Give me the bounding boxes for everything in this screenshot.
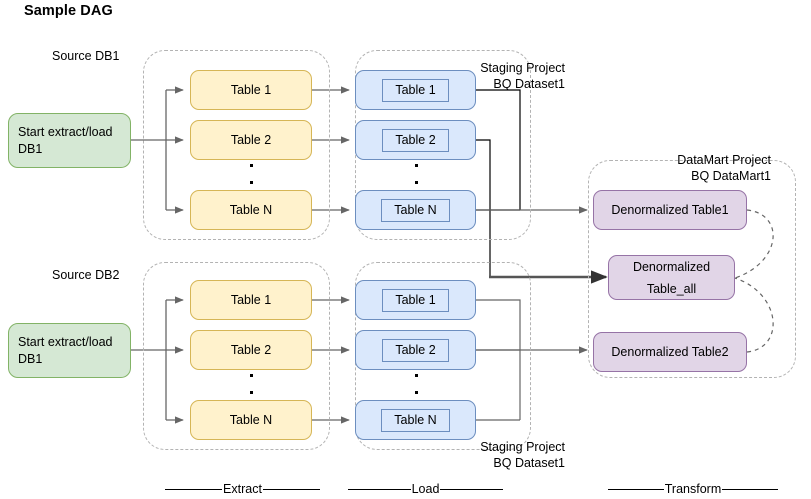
- denormalized-table-1[interactable]: Denormalized Table1: [593, 190, 747, 230]
- phase-rule-left: [608, 488, 664, 490]
- node-label: Table N: [229, 412, 273, 427]
- load-1-table-n[interactable]: Table N: [355, 190, 476, 230]
- node-label: Table 1: [230, 82, 272, 97]
- phase-label-extract: Extract: [165, 482, 320, 496]
- extract-2-ellipsis: [244, 374, 258, 394]
- edges-extract-to-load: [312, 86, 350, 424]
- label-source-db1: Source DB1: [52, 49, 120, 63]
- edges-extract-db2: [131, 296, 184, 424]
- denormalized-table-2[interactable]: Denormalized Table2: [593, 332, 747, 372]
- extract-1-table-n[interactable]: Table N: [190, 190, 312, 230]
- group-extract-db1: [143, 50, 330, 240]
- node-label: Denormalized Table2: [611, 344, 729, 359]
- phase-label-load: Load: [348, 482, 503, 496]
- extract-2-table-1[interactable]: Table 1: [190, 280, 312, 320]
- phase-load-text: Load: [411, 482, 440, 496]
- node-label: Table 2: [230, 342, 272, 357]
- denormalized-table-all[interactable]: Denormalized Table_all: [608, 255, 735, 300]
- node-label: Table N: [229, 202, 273, 217]
- extract-1-table-2[interactable]: Table 2: [190, 120, 312, 160]
- edges-datamart-dashed: [734, 209, 774, 353]
- phase-extract-text: Extract: [223, 482, 262, 496]
- node-label: Table 1: [230, 292, 272, 307]
- extract-2-table-n[interactable]: Table N: [190, 400, 312, 440]
- load-2-ellipsis: [409, 374, 423, 394]
- group-extract-db2: [143, 262, 330, 450]
- phase-rule-right: [722, 488, 778, 490]
- start-extract-load-db1[interactable]: Start extract/load DB1: [8, 113, 131, 168]
- start-db1-label: Start extract/load DB1: [18, 124, 113, 156]
- node-label: Table 2: [230, 132, 272, 147]
- extract-2-table-2[interactable]: Table 2: [190, 330, 312, 370]
- node-label: Denormalized Table_all: [632, 259, 711, 296]
- node-label: Denormalized Table1: [611, 202, 729, 217]
- extract-1-table-1[interactable]: Table 1: [190, 70, 312, 110]
- node-label: Table N: [381, 198, 450, 222]
- load-1-table-1[interactable]: Table 1: [355, 70, 476, 110]
- load-1-ellipsis: [409, 164, 423, 184]
- node-label: Table 1: [382, 288, 449, 312]
- page-title: Sample DAG: [24, 3, 113, 19]
- phase-rule-right: [262, 488, 320, 490]
- label-staging-bottom: Staging Project BQ Dataset1: [480, 440, 565, 470]
- load-2-table-n[interactable]: Table N: [355, 400, 476, 440]
- node-label: Table N: [381, 408, 450, 432]
- load-2-table-1[interactable]: Table 1: [355, 280, 476, 320]
- phase-transform-text: Transform: [664, 482, 722, 496]
- node-label: Table 2: [382, 338, 449, 362]
- load-2-table-2[interactable]: Table 2: [355, 330, 476, 370]
- extract-1-ellipsis: [244, 164, 258, 184]
- node-label: Table 1: [382, 78, 449, 102]
- node-label: Table 2: [382, 128, 449, 152]
- label-source-db2: Source DB2: [52, 268, 120, 282]
- label-datamart: DataMart Project BQ DataMart1: [677, 153, 771, 183]
- load-1-table-2[interactable]: Table 2: [355, 120, 476, 160]
- phase-label-transform: Transform: [608, 482, 778, 496]
- label-staging-top: Staging Project BQ Dataset1: [480, 61, 565, 91]
- start-db2-label: Start extract/load DB1: [18, 334, 113, 366]
- edges-extract-db1: [131, 86, 184, 214]
- start-extract-load-db2[interactable]: Start extract/load DB1: [8, 323, 131, 378]
- phase-rule-right: [440, 488, 503, 490]
- phase-rule-left: [165, 488, 223, 490]
- group-datamart: [588, 160, 796, 378]
- phase-rule-left: [348, 488, 411, 490]
